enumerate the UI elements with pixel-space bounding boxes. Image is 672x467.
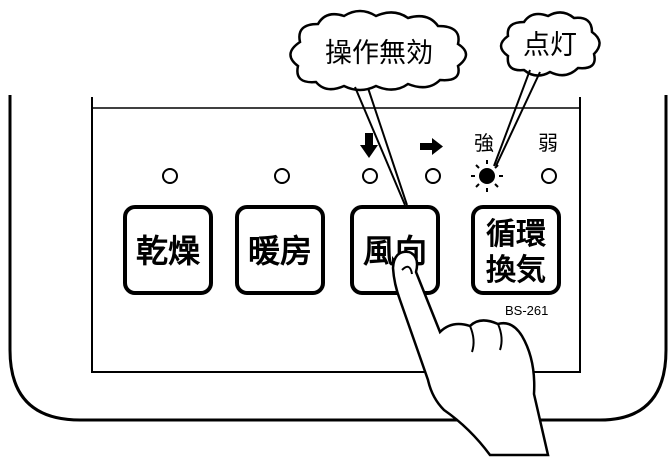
- lamp-heat: [274, 168, 290, 184]
- callout-disabled: 操作無効: [289, 9, 468, 206]
- dry-button[interactable]: 乾燥: [123, 205, 213, 295]
- arrow-down-icon: [360, 133, 378, 158]
- lamp-dry: [162, 168, 178, 184]
- dry-button-label: 乾燥: [136, 232, 201, 270]
- circulation-button[interactable]: 循環 換気: [471, 205, 561, 295]
- pointing-hand-icon: [391, 250, 550, 457]
- label-weak: 弱: [538, 131, 558, 155]
- lamp-direction-right: [425, 168, 441, 184]
- label-strong: 強: [474, 131, 494, 155]
- callout-lit: 点灯: [493, 11, 601, 167]
- heat-button-label: 暖房: [248, 232, 312, 270]
- control-panel: [91, 97, 581, 373]
- housing-outline: [8, 95, 668, 422]
- arrow-right-icon: [420, 138, 443, 155]
- model-number: BS-261: [505, 303, 548, 318]
- lamp-strong-lit: [471, 160, 503, 192]
- lamp-direction-down: [362, 168, 378, 184]
- circulation-button-line1: 循環: [486, 217, 547, 252]
- callout-disabled-text: 操作無効: [325, 38, 433, 69]
- callout-lit-text: 点灯: [523, 30, 577, 61]
- heat-button[interactable]: 暖房: [235, 205, 325, 295]
- lamp-weak: [541, 168, 557, 184]
- circulation-button-line2: 換気: [486, 253, 546, 288]
